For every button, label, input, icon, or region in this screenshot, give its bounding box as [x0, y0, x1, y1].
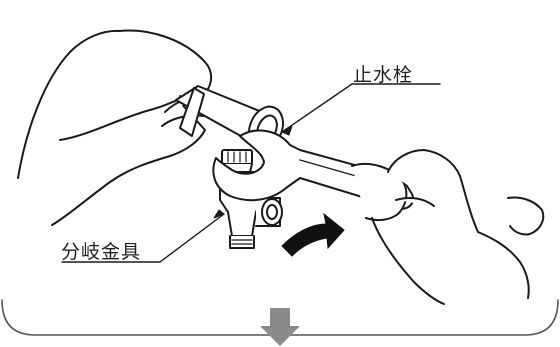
stopcock-leader	[281, 83, 441, 133]
down-arrow-icon	[260, 308, 300, 346]
stopcock-leader-head	[281, 125, 293, 136]
branch-leader	[61, 213, 225, 263]
stopcock-valve	[175, 85, 284, 151]
right-hand	[351, 149, 545, 305]
branch-leader-head	[213, 209, 225, 219]
left-hand	[51, 29, 213, 226]
rotate-arrow-icon	[281, 212, 345, 257]
stopcock-label: 止水栓	[353, 64, 414, 86]
left-arm	[17, 29, 121, 179]
branch-fitting-label: 分岐金具	[61, 241, 142, 263]
